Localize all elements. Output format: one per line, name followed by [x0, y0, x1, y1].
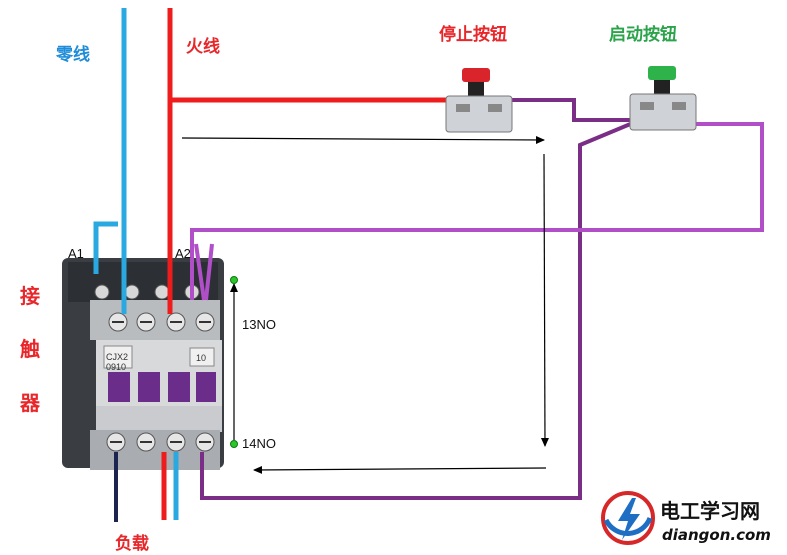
contactor-label-2: 触 [20, 337, 40, 361]
terminal-dot-14 [230, 440, 238, 448]
a2-label: A2 [175, 246, 191, 261]
neutral-label: 零线 [55, 44, 90, 65]
no13-label: 13NO [242, 317, 276, 332]
flow-arrows [181, 135, 549, 474]
start-button [629, 66, 697, 131]
no14-label: 14NO [242, 436, 276, 451]
contactor-body [62, 258, 224, 470]
contactor-label-3: 器 [19, 391, 41, 415]
stop-button-label: 停止按钮 [439, 24, 507, 45]
neutral-wire [93, 8, 179, 520]
live-wire [161, 8, 446, 520]
terminal-dot-13 [230, 276, 238, 284]
load-label: 负载 [115, 533, 149, 554]
model-label-1: CJX2 [106, 352, 128, 362]
control-wire [190, 98, 764, 500]
watermark-url: diangon.com [662, 526, 771, 544]
live-label: 火线 [186, 36, 220, 57]
contactor-label-1: 接 [20, 284, 40, 308]
watermark-title: 电工学习网 [660, 499, 760, 523]
start-button-label: 启动按钮 [609, 24, 677, 45]
stop-button [445, 68, 513, 133]
a1-label: A1 [68, 246, 84, 261]
model-label-2: 0910 [106, 362, 126, 372]
watermark-logo [601, 491, 655, 545]
aux-label: 10 [196, 353, 206, 363]
